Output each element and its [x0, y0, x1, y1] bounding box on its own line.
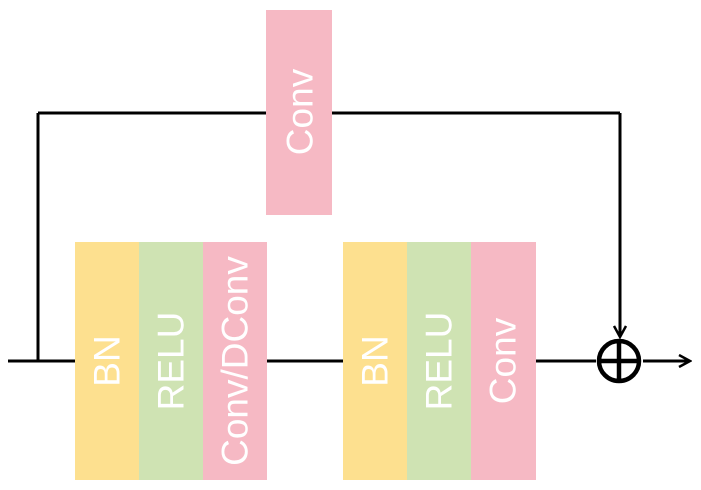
block1-bn: [75, 242, 139, 480]
block1-conv: [203, 242, 267, 480]
block1-relu: [139, 242, 203, 480]
shortcut-conv-label: Conv: [280, 68, 321, 155]
connection-lines: [8, 111, 690, 361]
block2-bn: [343, 242, 407, 480]
block1-conv-label: Conv/DConv: [215, 256, 256, 466]
block-1: [75, 242, 267, 480]
block1-relu-label: RELU: [151, 312, 192, 411]
sum-node-icon: [596, 338, 642, 384]
block1-bn-label: BN: [87, 335, 128, 386]
block-2: [343, 242, 536, 480]
block2-conv: [471, 242, 536, 480]
block2-relu: [407, 242, 471, 480]
shortcut-conv-block: [266, 10, 332, 215]
block2-bn-label: BN: [355, 335, 396, 386]
block2-conv-label: Conv: [483, 317, 524, 404]
block2-relu-label: RELU: [419, 312, 460, 411]
